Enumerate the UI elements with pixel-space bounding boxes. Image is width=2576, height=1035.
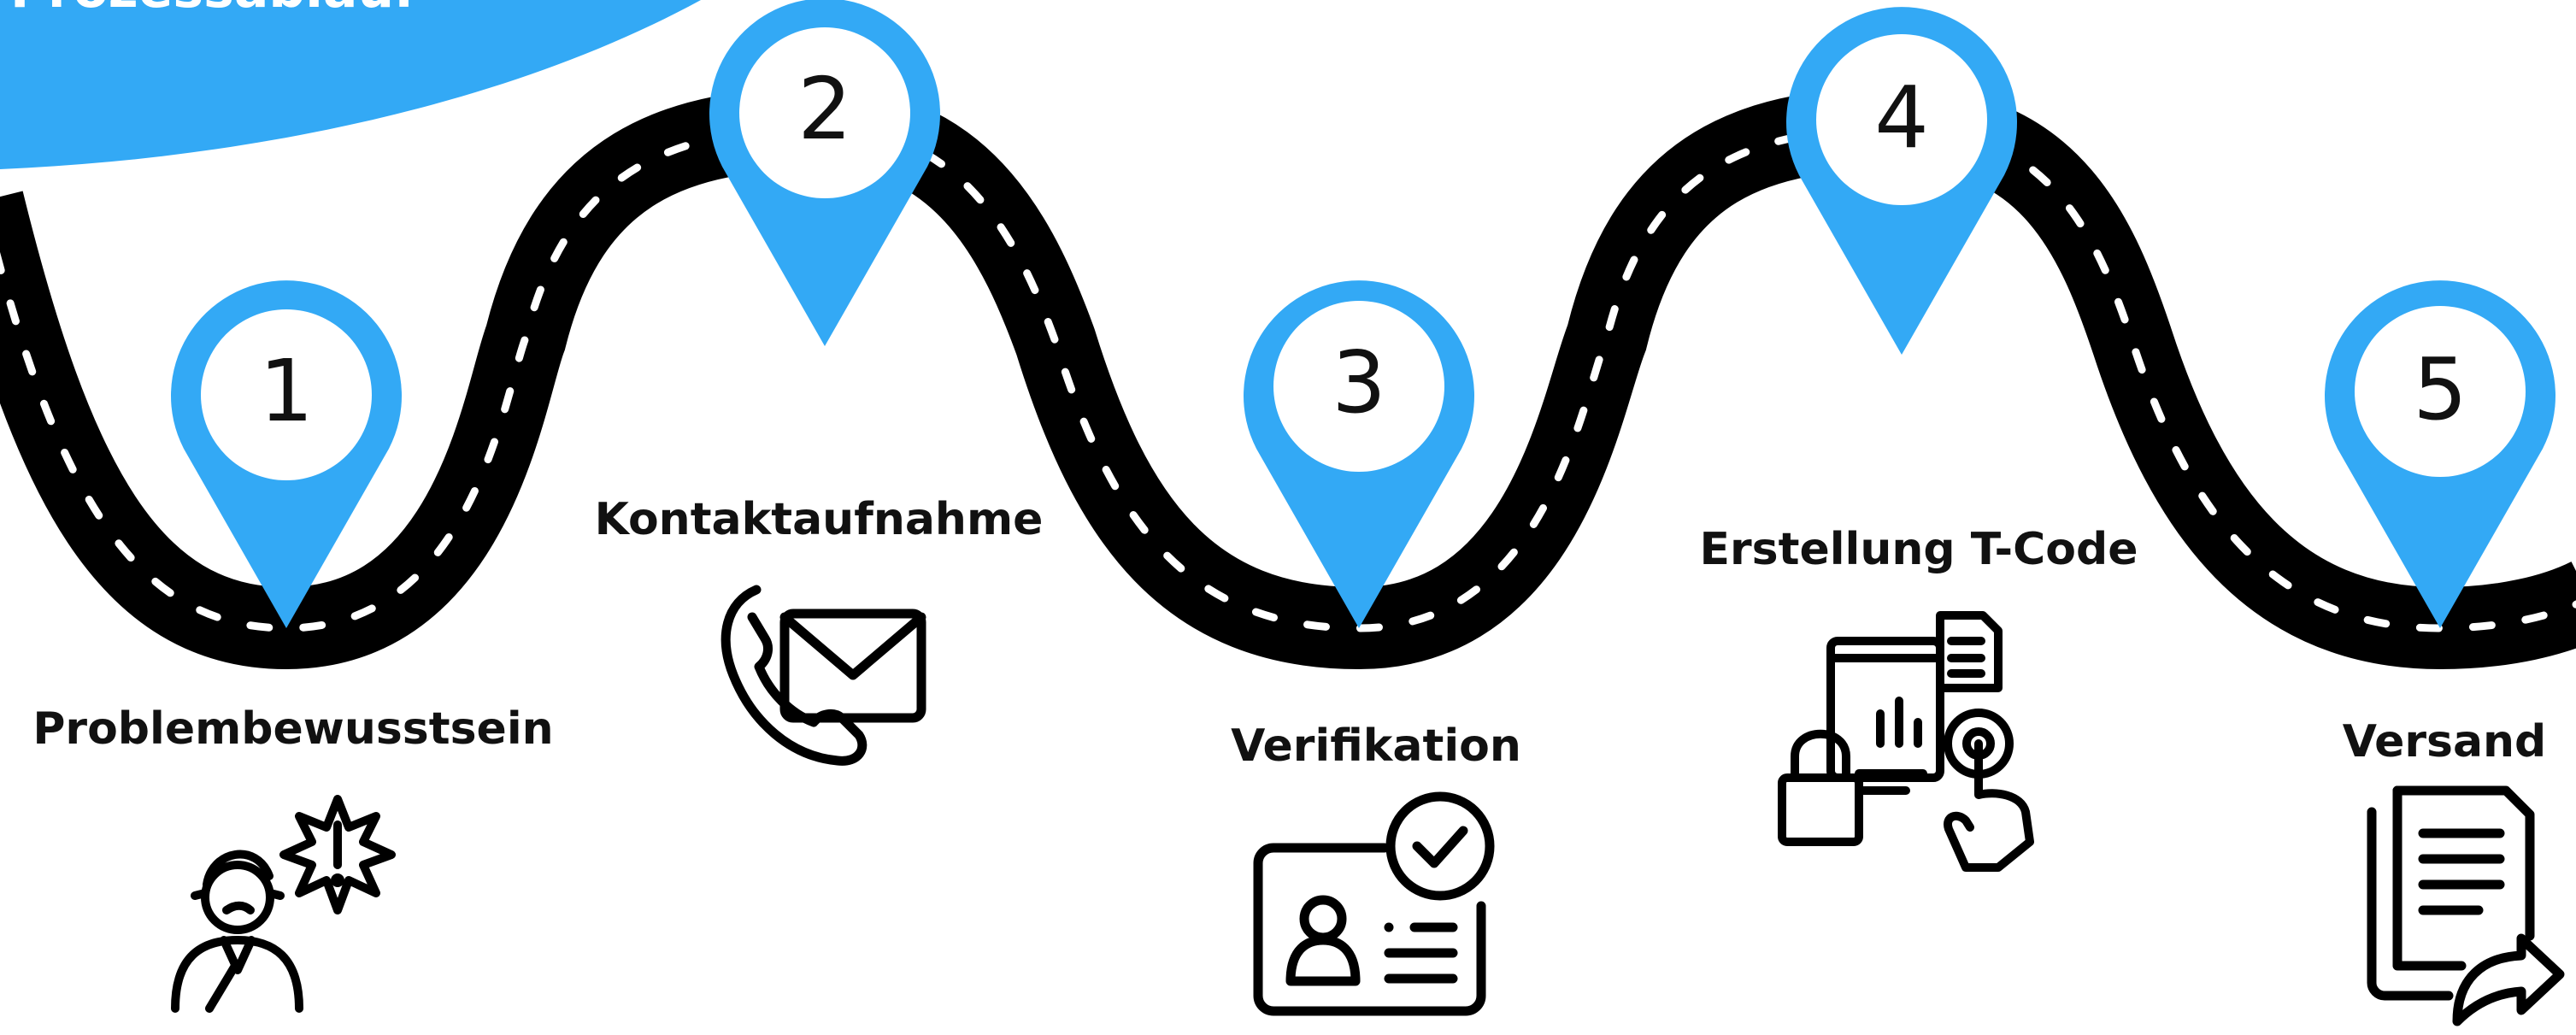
step-4-number: 4 (1874, 68, 1929, 168)
header-title: Prozessablauf (10, 0, 417, 20)
step-3-number: 3 (1332, 332, 1386, 432)
step-5-label: Versand (2343, 716, 2547, 767)
pin-2: 2 (709, 0, 940, 346)
header-banner: Prozessablauf (0, 0, 701, 169)
step-2-number: 2 (797, 59, 852, 159)
send-documents-icon (2367, 785, 2565, 1026)
step-1-label: Problembewusstsein (32, 703, 553, 755)
step-2-label: Kontaktaufnahme (595, 494, 1044, 545)
road-lane-markings (0, 124, 2576, 632)
step-1-number: 1 (259, 341, 314, 441)
verified-id-card-icon (1253, 791, 1495, 1016)
pin-1: 1 (171, 280, 403, 628)
pin-4: 4 (1786, 7, 2017, 356)
road (0, 86, 2576, 670)
step-3-label: Verifikation (1231, 720, 1521, 772)
pin-3: 3 (1244, 280, 1474, 628)
stressed-person-icon (171, 795, 396, 1013)
step-4-label: Erstellung T-Code (1699, 524, 2138, 575)
step-5-number: 5 (2413, 339, 2467, 439)
document-touch-lock-icon (1778, 611, 2034, 872)
pin-5: 5 (2325, 280, 2555, 628)
phone-envelope-icon (720, 585, 926, 766)
